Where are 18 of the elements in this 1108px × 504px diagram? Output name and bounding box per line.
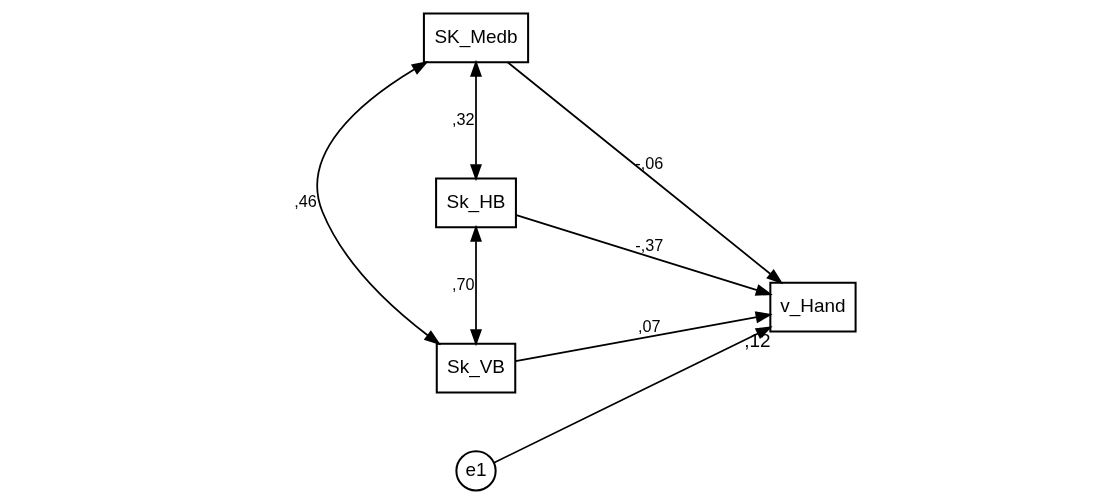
arrow (492, 326, 773, 464)
edge-label: ,07 (637, 317, 660, 336)
edge-label: ,32 (451, 109, 474, 128)
arrow (469, 224, 482, 347)
edge-label: -,37 (634, 236, 663, 255)
arrow (506, 61, 783, 285)
arrow (315, 61, 441, 346)
edge-label: ,70 (451, 274, 474, 293)
node-box: Sk_HB (434, 177, 517, 229)
arrow (514, 311, 773, 362)
arrow (515, 214, 773, 296)
node-box: Sk_VB (435, 342, 516, 394)
node-circle: e1 (454, 450, 497, 492)
edge-label: ,46 (293, 192, 317, 211)
node-box: v_Hand (768, 281, 857, 333)
node-box: SK_Medb (422, 12, 529, 64)
arrow (469, 59, 482, 182)
edge-label: -,06 (634, 153, 663, 172)
